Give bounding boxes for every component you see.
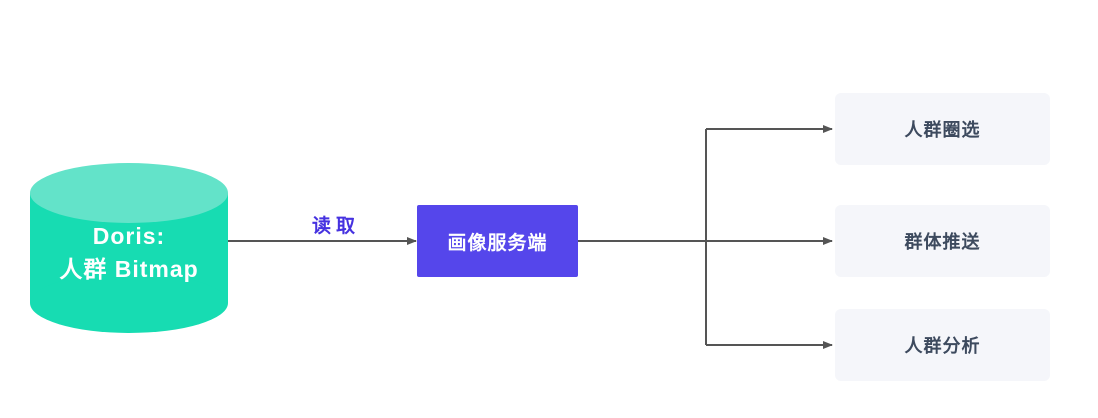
- doris-label-line2: 人群 Bitmap: [59, 256, 199, 282]
- edge-label-read: 读取: [311, 216, 360, 237]
- service-node: 画像服务端: [417, 205, 578, 277]
- doris-label-line1: Doris:: [92, 222, 166, 249]
- target-node-crowd-selection: 人群圈选: [835, 93, 1050, 165]
- service-node-label: 画像服务端: [447, 232, 548, 254]
- target-node-label: 群体推送: [904, 232, 981, 252]
- doris-node-label: Doris: 人群 Bitmap: [30, 203, 228, 303]
- target-node-group-push: 群体推送: [835, 205, 1050, 277]
- target-node-crowd-analysis: 人群分析: [835, 309, 1050, 381]
- doris-cylinder-top: [30, 163, 228, 223]
- target-node-label: 人群分析: [904, 336, 981, 356]
- target-node-label: 人群圈选: [904, 120, 981, 140]
- doris-cylinder-bottom: [30, 273, 228, 333]
